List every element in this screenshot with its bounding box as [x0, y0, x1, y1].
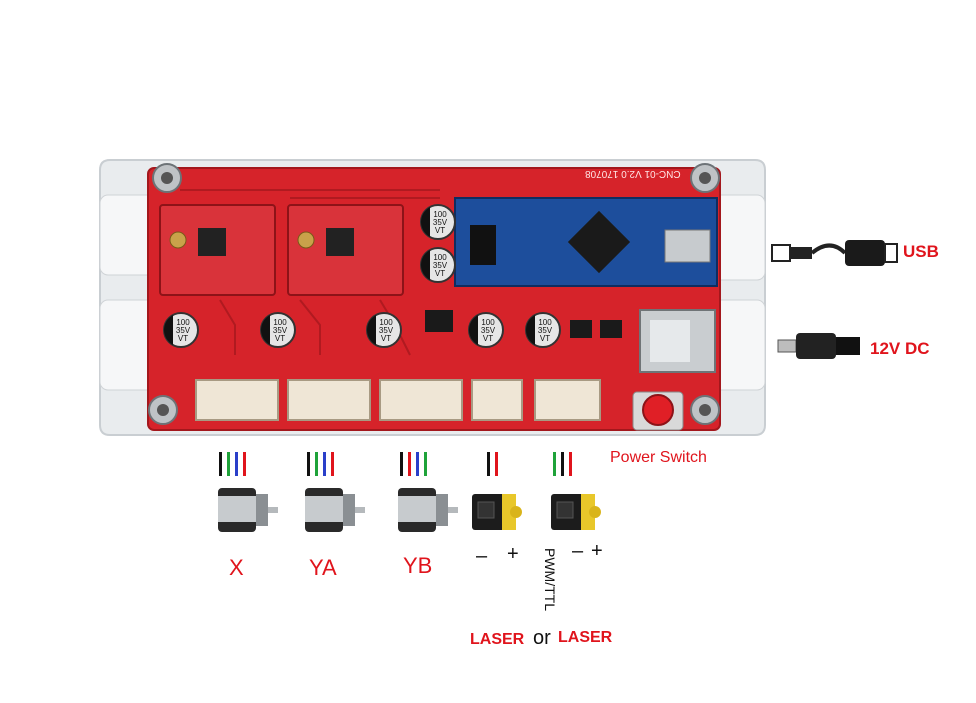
silkscreen-label: CNC-01 V2.0 170708 — [585, 168, 681, 179]
capacitor-label: 100 — [176, 318, 190, 327]
wire-strand — [553, 452, 556, 476]
label-yb: YB — [403, 553, 433, 578]
capacitor-label: 100 — [379, 318, 393, 327]
screw — [690, 163, 720, 193]
wire-strand — [495, 452, 498, 476]
wire-strand — [487, 452, 490, 476]
capacitor-label: VT — [435, 269, 445, 278]
capacitor-label: 100 — [538, 318, 552, 327]
connector-yb — [379, 379, 463, 421]
pwm-ttl-label: PWM/TTL — [542, 548, 558, 611]
driver-chip — [425, 310, 453, 332]
laser1-minus: – — [476, 545, 488, 567]
connector-x — [195, 379, 279, 421]
capacitor-label: VT — [540, 334, 550, 343]
stepper-driver-module — [287, 204, 404, 296]
arduino-nano — [454, 197, 718, 287]
power-switch-label: Power Switch — [610, 449, 707, 466]
laser-module-icon — [551, 494, 601, 530]
capacitor-label: 100 — [433, 210, 447, 219]
wire-strand — [323, 452, 326, 476]
usb-label: USB — [903, 242, 939, 261]
wire-strand — [227, 452, 230, 476]
laser2-plus: + — [591, 540, 603, 562]
capacitor-label: 35V — [379, 326, 394, 335]
wire-strand — [408, 452, 411, 476]
usb-cable — [771, 240, 898, 266]
capacitor-label: VT — [275, 334, 285, 343]
connector-laser-1 — [471, 379, 523, 421]
capacitor-label: 35V — [176, 326, 191, 335]
laser2-minus: – — [572, 540, 584, 562]
connector-laser-2 — [534, 379, 601, 421]
dc-plug — [777, 333, 860, 359]
wire-strand — [561, 452, 564, 476]
wire-strand — [331, 452, 334, 476]
capacitor-label: VT — [178, 334, 188, 343]
wire-strand — [315, 452, 318, 476]
capacitor-label: VT — [435, 226, 445, 235]
wire-strand — [243, 452, 246, 476]
driver-chip — [570, 320, 592, 338]
capacitor-label: 100 — [273, 318, 287, 327]
screw — [690, 395, 720, 425]
capacitor-label: 35V — [433, 261, 448, 270]
stepper-motor-icon — [398, 488, 458, 532]
wire-strand — [307, 452, 310, 476]
capacitor-label: 35V — [481, 326, 496, 335]
laser-label-1: LASER — [470, 631, 525, 648]
capacitor-label: 100 — [481, 318, 495, 327]
connector-ya — [287, 379, 371, 421]
screw — [152, 163, 182, 193]
screw — [148, 395, 178, 425]
capacitor-label: VT — [381, 334, 391, 343]
driver-chip — [600, 320, 622, 338]
wire-strand — [400, 452, 403, 476]
capacitor-label: 35V — [273, 326, 288, 335]
laser-label-2: LASER — [558, 629, 613, 646]
wire-strand — [235, 452, 238, 476]
stepper-motor-icon — [305, 488, 365, 532]
or-label: or — [533, 627, 551, 649]
stepper-driver-module — [159, 204, 276, 296]
stepper-motor-icon — [218, 488, 278, 532]
wire-strand — [569, 452, 572, 476]
capacitor-label: VT — [483, 334, 493, 343]
label-x: X — [229, 555, 244, 580]
wire-strand — [424, 452, 427, 476]
wire-strand — [219, 452, 222, 476]
dc-jack — [639, 309, 716, 373]
wire-strand — [416, 452, 419, 476]
laser-module-icon — [472, 494, 522, 530]
label-ya: YA — [309, 555, 337, 580]
dc-label: 12V DC — [870, 339, 930, 358]
capacitor-label: 100 — [433, 253, 447, 262]
capacitor-label: 35V — [538, 326, 553, 335]
laser1-plus: + — [507, 543, 519, 565]
power-switch-button — [632, 391, 684, 431]
capacitor-label: 35V — [433, 218, 448, 227]
